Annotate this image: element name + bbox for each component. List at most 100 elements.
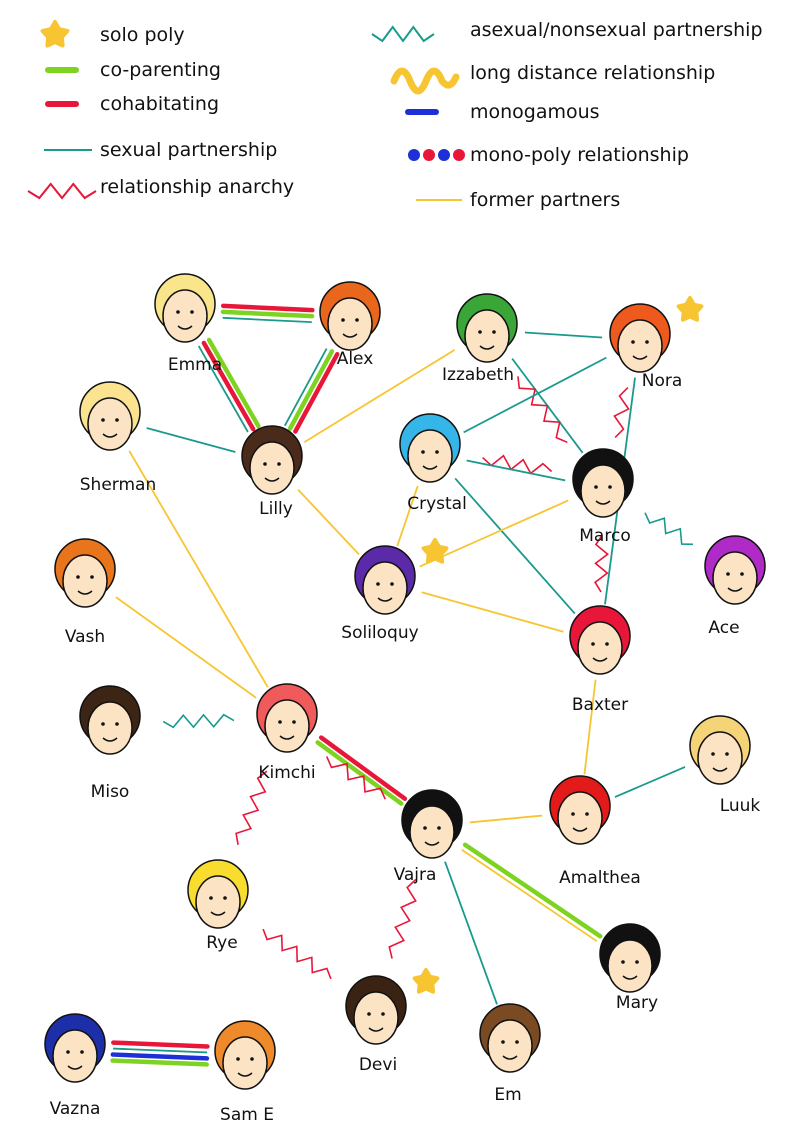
face-icon	[162, 289, 208, 343]
person-miso: Miso	[79, 685, 141, 802]
edge-vazna-same-cohab	[111, 1040, 210, 1049]
edge-vazna-same-sexual	[113, 1047, 208, 1054]
person-name: Sherman	[80, 475, 156, 495]
edge-lilly-izzabeth-former	[303, 349, 456, 443]
edge-crystal-soliloquy-former	[396, 485, 419, 547]
edges-layer	[110, 303, 694, 1067]
legend-label: solo poly	[100, 24, 185, 46]
person-alex: Alex	[319, 281, 381, 369]
face-icon	[249, 441, 295, 495]
edge-crystal-baxter-sexual	[454, 477, 576, 615]
face-icon	[409, 805, 455, 859]
person-name: Lilly	[259, 499, 293, 519]
legend-label: co-parenting	[100, 59, 221, 81]
legend-swatch-anarchy-icon	[27, 182, 97, 200]
legend-label: sexual partnership	[100, 139, 277, 161]
edge-kimchi-vajra-coparent	[315, 740, 404, 806]
edge-nora-marco-anarchy	[613, 386, 630, 439]
person-name: Nora	[642, 371, 683, 391]
legend-label: cohabitating	[100, 93, 219, 115]
edge-nora-crystal-sexual	[463, 356, 607, 434]
face-icon	[580, 464, 626, 518]
person-name: Alex	[337, 349, 374, 369]
legend-swatch-solo-icon	[40, 20, 70, 48]
edge-emma-alex-coparent	[220, 309, 315, 319]
edge-marco-baxter-anarchy	[594, 534, 609, 593]
edge-vajra-em-sexual	[444, 861, 498, 1005]
person-name: Miso	[91, 782, 130, 802]
edge-emma-alex-cohab	[220, 303, 315, 313]
edge-alex-lilly-coparent	[287, 349, 335, 431]
legend-swatch-monopoly-icon	[408, 149, 465, 161]
edge-miso-kimchi-asexual	[162, 713, 235, 729]
edge-emma-alex-sexual	[222, 316, 312, 324]
edge-kimchi-rye-anarchy	[235, 770, 268, 845]
legend-item-mono: monogamous	[405, 101, 600, 123]
edge-izzabeth-marco-anarchy	[517, 376, 568, 444]
edge-emma-lilly-cohab	[201, 340, 256, 432]
edge-sherman-lilly-sexual	[146, 427, 236, 453]
person-name: Vazna	[50, 1099, 101, 1119]
person-kimchi: Kimchi	[256, 683, 318, 783]
edge-kimchi-vajra-anarchy	[325, 756, 386, 800]
edge-sherman-kimchi-former	[128, 450, 269, 688]
face-icon	[617, 319, 663, 373]
edge-emma-lilly-coparent	[206, 337, 261, 429]
edge-crystal-marco-sexual	[466, 459, 566, 482]
edge-soliloquy-baxter-former	[421, 591, 564, 633]
legend-label: relationship anarchy	[100, 176, 294, 198]
person-crystal: Crystal	[399, 413, 467, 514]
person-name: Rye	[206, 933, 237, 953]
person-baxter: Baxter	[569, 605, 631, 715]
face-icon	[487, 1019, 533, 1073]
edge-marco-ace-asexual	[644, 512, 694, 546]
face-icon	[577, 621, 623, 675]
legend-label: asexual/nonsexual partnership	[470, 19, 763, 41]
person-name: Emma	[168, 355, 222, 375]
edge-lilly-soliloquy-former	[297, 489, 360, 555]
edge-amalthea-vajra-former	[469, 814, 543, 824]
person-name: Sam E	[220, 1105, 274, 1125]
face-icon	[195, 875, 241, 929]
person-name: Vash	[65, 627, 105, 647]
edge-kimchi-vajra-cohab	[318, 735, 408, 801]
edge-vash-kimchi-former	[115, 596, 257, 699]
person-ace: Ace	[704, 535, 766, 638]
edge-baxter-amalthea-former	[583, 679, 597, 775]
face-icon	[697, 731, 743, 785]
person-name: Marco	[579, 526, 630, 546]
legend-swatch-ldr-icon	[390, 67, 460, 95]
edge-emma-lilly-sexual	[197, 345, 249, 433]
person-name: Soliloquy	[341, 623, 418, 643]
face-icon	[62, 554, 108, 608]
edge-crystal-marco-anarchy	[482, 454, 553, 475]
edge-soliloquy-marco-former	[419, 499, 569, 568]
person-nora: Nora	[609, 296, 704, 391]
person-sherman: Sherman	[79, 381, 156, 495]
edge-alex-lilly-cohab	[293, 352, 340, 434]
person-izzabeth: Izzabeth	[442, 293, 518, 385]
edge-vajra-mary-former	[461, 849, 598, 942]
person-vash: Vash	[54, 538, 116, 647]
legend-item-ldr: long distance relationship	[390, 62, 715, 95]
person-name: Kimchi	[258, 763, 315, 783]
person-lilly: Lilly	[241, 425, 303, 519]
legend-item-sexual: sexual partnership	[44, 139, 277, 161]
edge-vajra-mary-coparent	[462, 842, 603, 939]
solo-poly-star-icon	[676, 296, 704, 322]
edge-rye-devi-anarchy	[262, 928, 332, 980]
person-soliloquy: Soliloquy	[341, 538, 449, 643]
legend: solo poly co-parenting cohabitating sexual …	[27, 19, 763, 211]
face-icon	[327, 297, 373, 351]
face-icon	[712, 551, 758, 605]
edge-vazna-same-mono	[110, 1052, 210, 1061]
face-icon	[464, 309, 510, 363]
face-icon	[87, 701, 133, 755]
face-icon	[87, 397, 133, 451]
person-amalthea: Amalthea	[549, 775, 641, 888]
person-name: Izzabeth	[442, 365, 514, 385]
person-marco: Marco	[572, 448, 634, 546]
